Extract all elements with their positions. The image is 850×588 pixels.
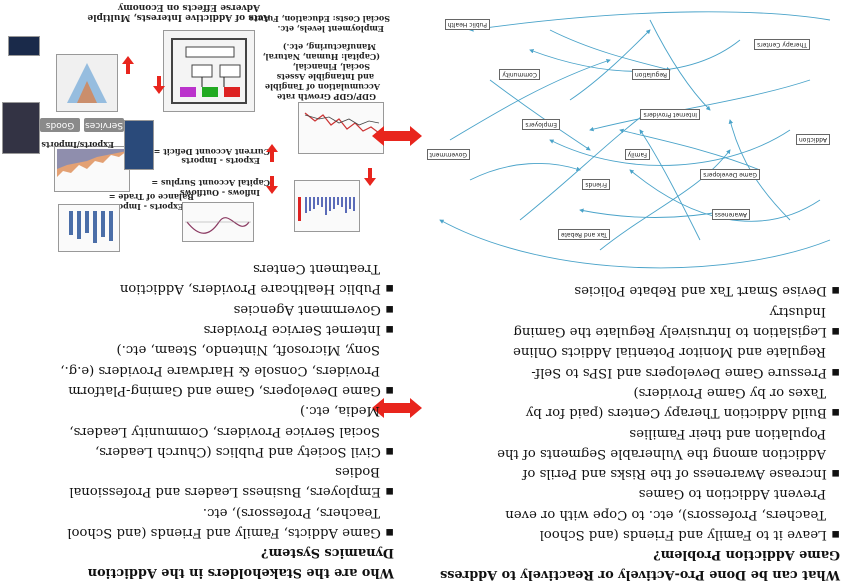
label-capital-account: Capital Account Surplus = [151,178,270,188]
goods-box: Goods [40,118,80,132]
stakeholder-line: Employers, Business Leaders and Professi… [24,481,394,501]
action-line: Prevent Addiction to Games [638,486,826,502]
action-line: Leave it to Family and Friends (and Scho… [430,524,840,544]
label-exports-imports-3: Exports/Imports [41,140,114,150]
actions-title: What can be Done Pro-Actively or Reactiv… [439,547,840,582]
action-line: Industry [769,303,826,319]
current-account-bars [298,197,355,221]
double-arrow-bottom [372,398,422,418]
exports-imports-bars [69,211,113,243]
label-balance-trade: Balance of Trade = [108,192,194,202]
gdp-chart [298,102,384,154]
label-intangible: and Intangible Assets [276,72,374,82]
exports-imports-chart [58,204,120,252]
stakeholders-list: Game Addicts, Family and Friends (and Sc… [24,258,394,542]
red-down-arrow-2 [266,144,278,162]
action-line: Pressure Game Developers and ISPs to Sel… [430,361,840,381]
economy-effects-figure: Adverse Effects on Economy Acts of Addic… [0,0,420,262]
illustration-1-graphic [67,63,107,103]
action-line: Taxes or by Game Providers) [633,384,827,400]
label-accumulation: Accumulation of Tangible [264,82,380,92]
label-manufacturing: Manufacturing, etc.) [282,42,376,52]
photo-1 [2,102,40,154]
causal-loop-diagram: Addiction Game Developers Internet Provi… [420,0,850,280]
stakeholder-line: Internet Service Providers [24,319,394,339]
stakeholder-line: Game Developers, Game and Gaming-Platfor… [24,380,394,400]
cld-node-11: Therapy Centers [754,39,810,50]
cld-node-7: Public Health [444,19,490,30]
stakeholder-line: Providers, Console & Hardware Providers … [60,362,380,378]
cld-node-6: Government [426,149,470,160]
action-line: Population and their Families [629,425,826,441]
cld-node-5: Employers [522,119,560,130]
label-social-costs: Social Costs: Education, Future [248,14,390,24]
stakeholder-line: Treatment Centers [253,261,380,277]
action-line: Build Addiction Therapy Centers (paid fo… [430,402,840,422]
stakeholder-line: Teachers, Professors), etc. [202,504,380,520]
cld-node-4: Friends [582,179,610,190]
action-line: Legislation to Intrusively Regulate the … [430,321,840,341]
gdp-chart-line [304,112,380,134]
balance-trade-chart [182,202,254,242]
current-account-chart [294,180,360,232]
red-down-arrow-1 [122,56,134,74]
cld-node-9: Regulation [631,69,670,80]
cld-node-8: Community [499,69,540,80]
cld-node-3: Family [624,149,650,160]
action-line: Regulate and Monitor Potential Addicts O… [513,344,826,360]
cld-node-1: Game Developers [700,169,760,180]
label-employment: Employment levels, etc. [277,24,384,34]
photo-2 [124,120,154,170]
red-up-arrow-2 [266,176,278,194]
flow-diagram-graphic [171,38,247,104]
figure-subtitle: Acts of Addictive Interests, Multiple [87,12,270,22]
stakeholder-line: Game Addicts, Family and Friends (and Sc… [24,522,394,542]
action-line: Devise Smart Tax and Rebate Policies [430,280,840,300]
label-social-financial: Social, Financial, [292,62,370,72]
stakeholders-text: Who are the Stakeholders in the Addictio… [24,261,394,582]
action-line: Addiction among the Vulnerable Segments … [497,445,826,461]
action-line: Teachers, Professors), etc. to Cope with… [505,506,826,522]
stakeholder-line: Sony, Microsoft, Nintendo, Steam, etc.) [116,342,381,358]
label-exports-imports-1: Exports - Imports [181,156,260,166]
label-gdp: GDP/GDP Growth rate [276,92,376,102]
stakeholder-line: Media, etc.) [299,403,380,419]
stakeholder-line: Civil Society and Publics (Church Leader… [24,441,394,461]
actions-list: Leave it to Family and Friends (and Scho… [430,280,840,544]
action-line: Increase Awareness of the Risks and Peri… [430,463,840,483]
label-capital: (Capital: Human, Natural, [262,52,380,62]
double-arrow-top [372,126,422,146]
cld-node-12: Tax and Rebate [557,229,610,240]
stakeholder-line: Public Healthcare Providers, Addiction [24,278,394,298]
photo-3 [8,36,40,56]
cld-node-10: Awareness [711,209,750,220]
cld-node-2: Internet Providers [640,109,700,120]
cld-node-0: Addiction [795,134,830,145]
services-box: Services [84,118,124,132]
stakeholder-line: Social Service Providers, Community Lead… [69,423,380,439]
figure-title: Adverse Effects on Economy [117,2,260,12]
stakeholder-line: Bodies [335,464,380,480]
trade-area [57,149,127,177]
actions-text: What can be Done Pro-Actively or Reactiv… [430,280,840,584]
red-up-arrow-3 [364,168,376,186]
trade-area-chart [54,146,130,192]
flow-diagram [163,30,255,112]
balance-trade-line [185,217,251,234]
red-up-arrow-1 [153,76,165,94]
stakeholders-title: Who are the Stakeholders in the Addictio… [87,545,394,580]
stakeholder-line: Government Agencies [24,298,394,318]
illustration-1 [56,54,118,112]
